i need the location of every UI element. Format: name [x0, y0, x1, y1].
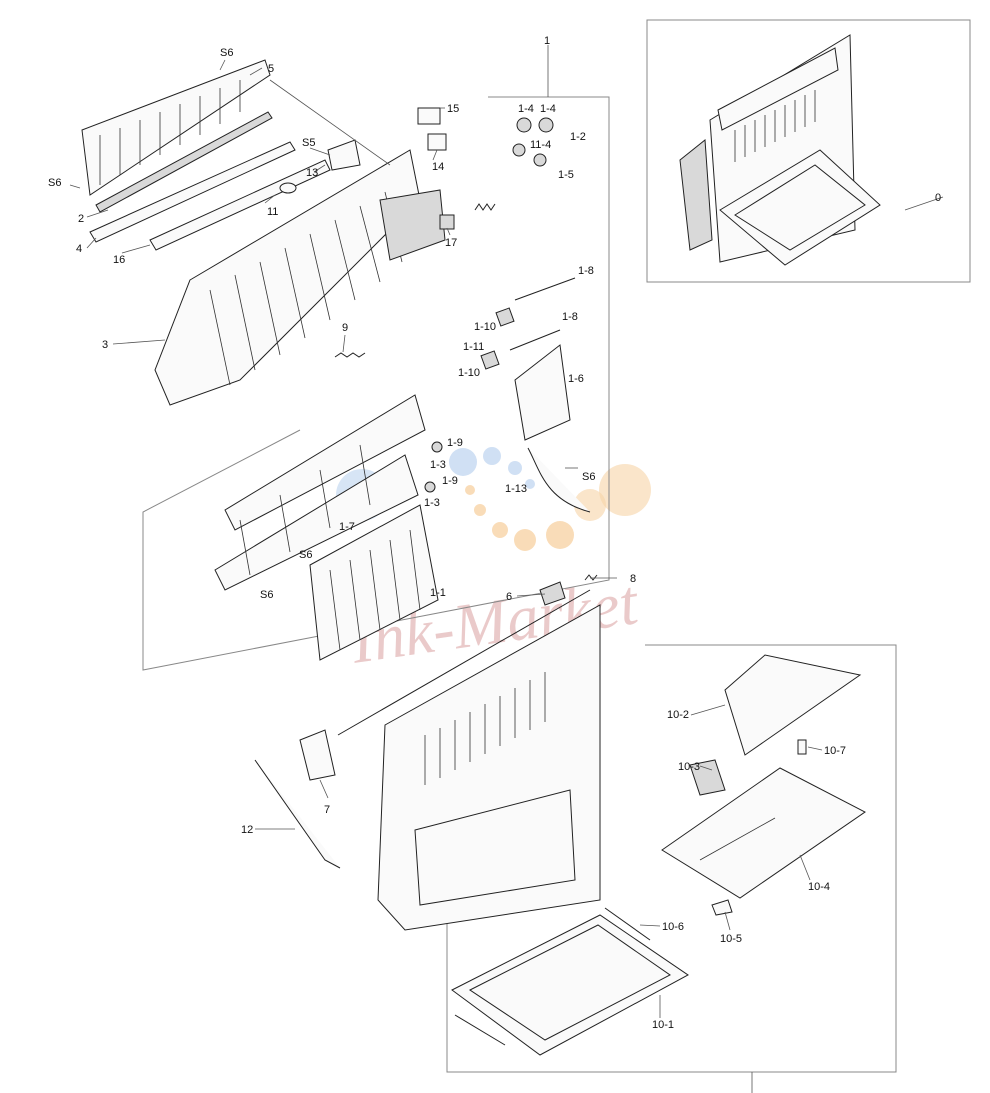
- rod-6-and-spring-8: [337, 574, 598, 736]
- part-10-7: [797, 739, 807, 755]
- callout-1-1: 1-1: [430, 587, 446, 599]
- rail-parts: [81, 59, 331, 251]
- callout-1-13: 1-13: [505, 483, 527, 495]
- part-4: [89, 141, 296, 243]
- assembly-10-box: [446, 644, 897, 1073]
- callout-s6: S6: [299, 549, 312, 561]
- callout-6: 6: [506, 591, 512, 603]
- roller-parts: [480, 117, 591, 513]
- clip-10-5: [711, 899, 733, 916]
- guide-block-1-1: [309, 504, 439, 661]
- spring-upper: [474, 203, 496, 211]
- link-12: [254, 759, 341, 869]
- callout-13: 13: [306, 167, 318, 179]
- small-parts: [279, 107, 496, 358]
- tray-assembly-10: [451, 654, 866, 1056]
- callout-1-2: 1-2: [570, 131, 586, 143]
- callout-11-4: 11-4: [530, 139, 551, 151]
- callout-3: 3: [102, 339, 108, 351]
- callout-1-5: 1-5: [558, 169, 574, 181]
- callout-10-7: 10-7: [824, 745, 846, 757]
- part-16: [149, 159, 331, 251]
- callout-14: 14: [432, 161, 444, 173]
- callout-10-4: 10-4: [808, 881, 830, 893]
- main-frame-3: [154, 149, 446, 406]
- hinge-7-and-link-12: [254, 729, 341, 869]
- callout-1-7: 1-7: [339, 521, 355, 533]
- part-14: [427, 133, 447, 151]
- rail-10-6: [604, 907, 651, 941]
- callout-1-10: 1-10: [474, 321, 496, 333]
- callout-1: 1: [544, 35, 550, 47]
- callout-12: 12: [241, 824, 253, 836]
- part-15: [417, 107, 441, 125]
- callout-8: 8: [630, 573, 636, 585]
- callout-1-8: 1-8: [562, 311, 578, 323]
- callout-4: 4: [76, 243, 82, 255]
- callout-1-4: 1-4: [540, 103, 556, 115]
- callout-1-10: 1-10: [458, 367, 480, 379]
- callout-s6: S6: [48, 177, 61, 189]
- callout-15: 15: [447, 103, 459, 115]
- callout-10-3: 10-3: [678, 761, 700, 773]
- callout-1-9: 1-9: [442, 475, 458, 487]
- callout-0: 0: [935, 192, 941, 204]
- guide-frames: [214, 394, 443, 591]
- spring-9: [334, 352, 366, 358]
- part-10-2: [724, 654, 862, 756]
- callout-10-5: 10-5: [720, 933, 742, 945]
- part-11: [279, 182, 297, 194]
- callout-5: 5: [268, 63, 274, 75]
- part-17: [439, 214, 455, 230]
- callout-10-6: 10-6: [662, 921, 684, 933]
- callout-1-4: 1-4: [518, 103, 534, 115]
- part-5: [81, 59, 271, 196]
- callout-2: 2: [78, 213, 84, 225]
- bracket-1-6: [514, 344, 571, 441]
- callout-11: 11: [267, 206, 278, 218]
- callout-1-6: 1-6: [568, 373, 584, 385]
- callout-7: 7: [324, 804, 330, 816]
- callout-9: 9: [342, 322, 348, 334]
- callout-1-11: 1-11: [463, 341, 484, 353]
- part-2: [95, 111, 273, 213]
- assembly-0-box: [646, 19, 971, 283]
- callout-10-1: 10-1: [652, 1019, 674, 1031]
- callout-1-8: 1-8: [578, 265, 594, 277]
- callout-1-3: 1-3: [424, 497, 440, 509]
- callout-labels: 1 0 S6 5 S6 2 4 16 15 14 S5 13 11 17 3 9…: [48, 35, 941, 1031]
- callout-1-3: 1-3: [430, 459, 446, 471]
- callout-s6: S6: [582, 471, 595, 483]
- door-panel: [377, 604, 601, 931]
- callout-16: 16: [113, 254, 125, 266]
- leader-lines: [69, 45, 944, 1093]
- hinge-7: [299, 729, 336, 781]
- callout-10-2: 10-2: [667, 709, 689, 721]
- part-13: [327, 139, 361, 171]
- callout-17: 17: [445, 237, 457, 249]
- callout-1-9: 1-9: [447, 437, 463, 449]
- callout-s6: S6: [260, 589, 273, 601]
- tray-10-4: [661, 767, 866, 899]
- callout-s5: S5: [302, 137, 315, 149]
- part-10-3: [689, 759, 726, 796]
- cable-1-13: [527, 447, 591, 513]
- assembled-unit-0: [679, 34, 881, 266]
- callout-s6: S6: [220, 47, 233, 59]
